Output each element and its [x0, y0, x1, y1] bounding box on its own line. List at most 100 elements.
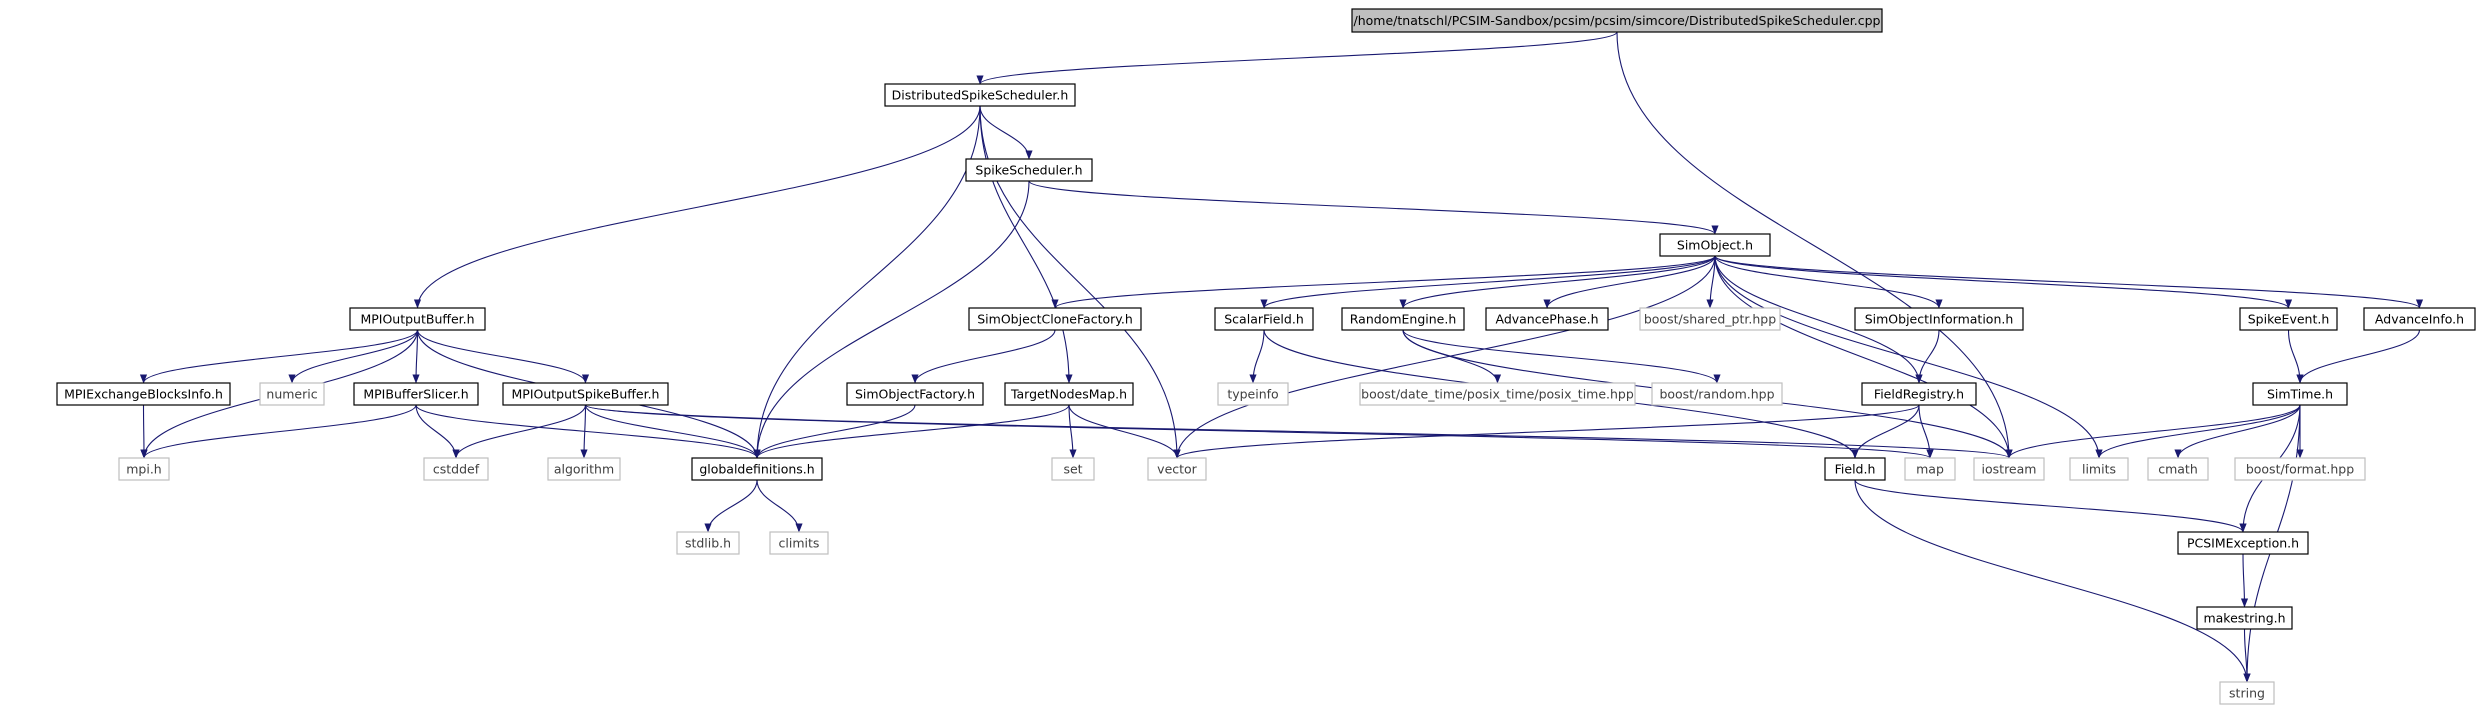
node-box	[1861, 382, 1977, 406]
node-box	[1341, 307, 1465, 331]
node-label: numeric	[266, 387, 317, 402]
node-box	[349, 307, 486, 331]
node-box	[2239, 307, 2338, 331]
node-label: MPIOutputSpikeBuffer.h	[512, 387, 660, 402]
node-box	[2196, 606, 2293, 630]
edge-mpibufferslicer_h-to-mpi_h	[140, 404, 417, 459]
node-label: vector	[1157, 462, 1198, 477]
node-label: cstddef	[433, 462, 480, 477]
edge-field_h-to-pcsimexception_h	[1854, 479, 2247, 533]
node-label: Field.h	[1835, 462, 1876, 477]
node-box	[2069, 457, 2129, 481]
node-box	[1824, 457, 1886, 481]
node-mpioutputbuffer-h[interactable]: MPIOutputBuffer.h	[349, 307, 486, 331]
node-field-h[interactable]: Field.h	[1824, 457, 1886, 481]
edge-root-to-distributedspikescheduler_h	[976, 31, 1618, 85]
node-box	[1351, 8, 1883, 33]
edge-pcsimexception_h-to-makestring_h	[2240, 553, 2249, 608]
node-label: PCSIMException.h	[2187, 536, 2299, 551]
edge-simobject_h-to-iostream	[1714, 255, 2013, 459]
edge-targetnodesmap_h-to-set	[1068, 404, 1077, 459]
node-label: MPIBufferSlicer.h	[363, 387, 468, 402]
node-cstddef: cstddef	[423, 457, 489, 481]
node-label: FieldRegistry.h	[1874, 387, 1964, 402]
edge-simobjectfactory_h-to-globaldefinitions_h	[753, 404, 916, 459]
edge-mpioutputbuffer_h-to-mpioutputspikebuffer_h	[416, 329, 590, 384]
node-randomengine-h[interactable]: RandomEngine.h	[1341, 307, 1465, 331]
edge-simobject_h-to-randomengine_h	[1399, 255, 1716, 309]
node-label: globaldefinitions.h	[699, 462, 814, 477]
edge-fieldregistry_h-to-vector	[1173, 404, 1920, 459]
edge-simobjectinformation_h-to-fieldregistry_h	[1915, 329, 1940, 384]
node-mpioutputspikebuffer-h[interactable]: MPIOutputSpikeBuffer.h	[502, 382, 669, 406]
edge-simobject_h-to-advanceinfo_h	[1714, 255, 2423, 309]
node-label: set	[1063, 462, 1082, 477]
node-mpiexchangeblocksinfo-h[interactable]: MPIExchangeBlocksInfo.h	[56, 382, 231, 406]
node-label: TargetNodesMap.h	[1010, 387, 1127, 402]
node-label: SpikeEvent.h	[2248, 312, 2330, 327]
node-advanceinfo-h[interactable]: AdvanceInfo.h	[2363, 307, 2476, 331]
node-box	[968, 307, 1142, 331]
node-simobjectclonefactory-h[interactable]: SimObjectCloneFactory.h	[968, 307, 1142, 331]
edge-simtime_h-to-iostream	[2005, 404, 2301, 459]
node-set: set	[1051, 457, 1095, 481]
node-box	[1651, 382, 1783, 406]
node-climits: climits	[769, 531, 829, 555]
node-box	[423, 457, 489, 481]
node-map: map	[1904, 457, 1956, 481]
node-box	[1214, 307, 1314, 331]
node-mpibufferslicer-h[interactable]: MPIBufferSlicer.h	[353, 382, 479, 406]
edge-targetnodesmap_h-to-globaldefinitions_h	[753, 404, 1070, 459]
node-fieldregistry-h[interactable]: FieldRegistry.h	[1861, 382, 1977, 406]
node-box	[769, 531, 829, 555]
node-label: MPIExchangeBlocksInfo.h	[64, 387, 223, 402]
edge-fieldregistry_h-to-map	[1918, 404, 1934, 459]
node-label: map	[1916, 462, 1944, 477]
node-targetnodesmap-h[interactable]: TargetNodesMap.h	[1004, 382, 1134, 406]
node-label: ScalarField.h	[1224, 312, 1304, 327]
node-string: string	[2219, 681, 2275, 705]
edge-advanceinfo_h-to-simtime_h	[2296, 329, 2421, 384]
node-label: SimObjectCloneFactory.h	[977, 312, 1133, 327]
edge-simobject_h-to-simobjectinformation_h	[1714, 255, 1943, 309]
node-distributedspikescheduler-h[interactable]: DistributedSpikeScheduler.h	[884, 83, 1076, 107]
node-label: RandomEngine.h	[1350, 312, 1457, 327]
node-spikeevent-h[interactable]: SpikeEvent.h	[2239, 307, 2338, 331]
edge-mpioutputspikebuffer_h-to-iostream	[584, 404, 2013, 459]
node-makestring-h[interactable]: makestring.h	[2196, 606, 2293, 630]
node-label: SimObjectFactory.h	[855, 387, 975, 402]
node-simtime-h[interactable]: SimTime.h	[2252, 382, 2348, 406]
node-root[interactable]: /home/tnatschl/PCSIM-Sandbox/pcsim/pcsim…	[1351, 8, 1883, 33]
node-advancephase-h[interactable]: AdvancePhase.h	[1485, 307, 1609, 331]
node-simobject-h[interactable]: SimObject.h	[1659, 233, 1771, 257]
node-label: /home/tnatschl/PCSIM-Sandbox/pcsim/pcsim…	[1354, 13, 1881, 28]
node-globaldefinitions-h[interactable]: globaldefinitions.h	[691, 457, 823, 481]
node-box	[965, 158, 1093, 182]
node-label: limits	[2082, 462, 2116, 477]
node-simobjectfactory-h[interactable]: SimObjectFactory.h	[846, 382, 984, 406]
edge-randomengine_h-to-random_hpp	[1402, 329, 1721, 384]
edge-simobject_h-to-scalarfield_h	[1260, 255, 1716, 309]
edge-root-to-iostream	[1616, 31, 2013, 459]
node-label: cmath	[2158, 462, 2198, 477]
edge-mpioutputspikebuffer_h-to-map	[584, 404, 1934, 459]
edge-simobject_h-to-simobjectclonefactory_h	[1051, 255, 1716, 309]
edge-field_h-to-string	[1854, 479, 2251, 683]
node-box	[502, 382, 669, 406]
edge-simobject_h-to-spikeevent_h	[1714, 255, 2292, 309]
node-label: boost/date_time/posix_time/posix_time.hp…	[1361, 387, 1634, 402]
edge-fieldregistry_h-to-field_h	[1851, 404, 1920, 459]
node-spikescheduler-h[interactable]: SpikeScheduler.h	[965, 158, 1093, 182]
edge-mpioutputspikebuffer_h-to-cstddef	[452, 404, 587, 459]
node-simobjectinformation-h[interactable]: SimObjectInformation.h	[1854, 307, 2024, 331]
node-box	[259, 382, 325, 406]
edge-mpiexchangeblocksinfo_h-to-mpi_h	[140, 404, 148, 459]
node-box	[1051, 457, 1095, 481]
node-pcsimexception-h[interactable]: PCSIMException.h	[2177, 531, 2309, 555]
edge-simobject_h-to-shared_ptr_hpp	[1706, 255, 1716, 309]
node-box	[353, 382, 479, 406]
node-label: typeinfo	[1227, 387, 1278, 402]
node-scalarfield-h[interactable]: ScalarField.h	[1214, 307, 1314, 331]
edge-simobjectclonefactory_h-to-simobjectfactory_h	[911, 329, 1056, 384]
node-box	[1854, 307, 2024, 331]
